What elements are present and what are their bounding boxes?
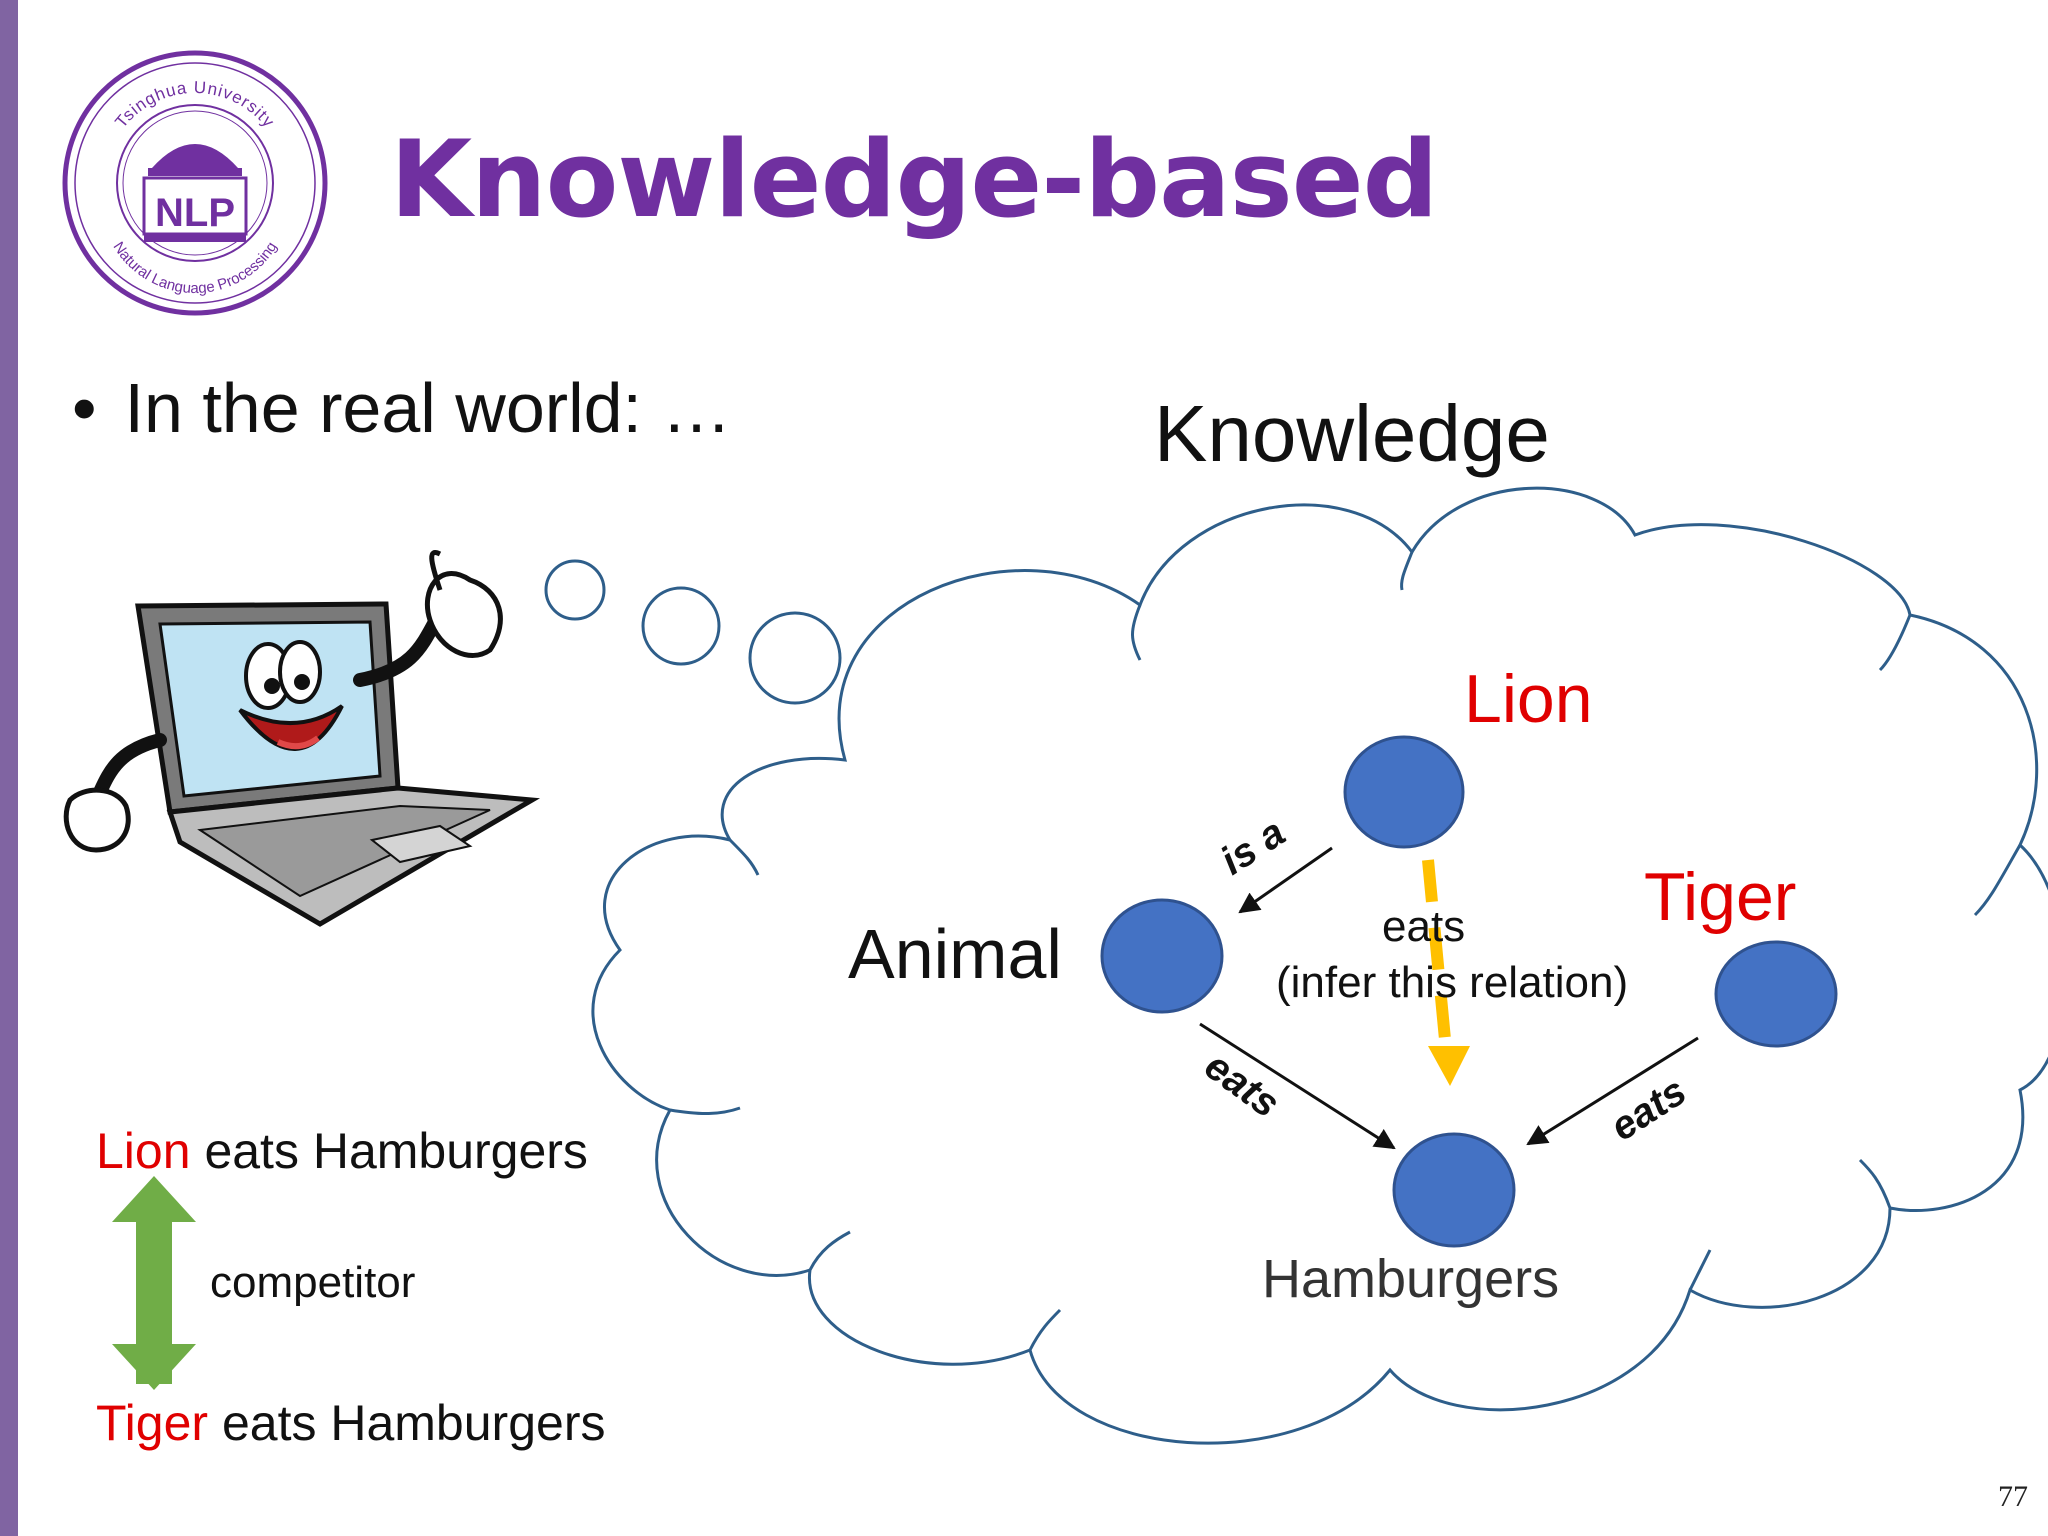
thought-bubble-small bbox=[544, 559, 606, 621]
edge-tiger-hamburgers bbox=[1526, 1036, 1699, 1146]
thought-bubble-large bbox=[748, 611, 842, 705]
node-label-tiger: Tiger bbox=[1644, 859, 1797, 935]
node-tiger bbox=[1714, 940, 1838, 1048]
thought-bubble-medium bbox=[641, 586, 721, 666]
inferred-relation-label: eats bbox=[1382, 902, 1466, 951]
inferred-edge-arrowhead bbox=[1428, 1046, 1470, 1086]
slide-title: Knowledge-based bbox=[390, 118, 1438, 241]
logo-center-text: NLP bbox=[155, 191, 235, 235]
edge-animal-hamburgers bbox=[1199, 1022, 1396, 1150]
bullet-point: • In the real world: … bbox=[72, 368, 731, 448]
node-label-lion: Lion bbox=[1464, 661, 1593, 737]
edge-label-is-a: is a bbox=[1213, 810, 1293, 883]
node-label-hamburgers: Hamburgers bbox=[1262, 1249, 1560, 1309]
knowledge-cloud bbox=[591, 486, 2048, 1445]
fact-tiger-eats: Tiger eats Hamburgers bbox=[96, 1394, 605, 1452]
fact-tiger-subject: Tiger bbox=[96, 1395, 209, 1451]
bullet-marker: • bbox=[72, 369, 97, 447]
inferred-relation-note: (infer this relation) bbox=[1276, 958, 1629, 1007]
competitor-label: competitor bbox=[210, 1258, 416, 1307]
edge-label-animal-eats: eats bbox=[1197, 1044, 1288, 1127]
knowledge-heading: Knowledge bbox=[1154, 389, 1550, 478]
fact-lion-eats: Lion eats Hamburgers bbox=[96, 1122, 588, 1180]
node-animal bbox=[1100, 898, 1224, 1014]
page-number: 77 bbox=[1998, 1480, 2028, 1513]
tsinghua-nlp-logo: Tsinghua University Natural Language Pro… bbox=[62, 50, 328, 316]
fact-tiger-rest: eats Hamburgers bbox=[221, 1395, 606, 1451]
inferred-edge bbox=[1422, 859, 1452, 1051]
node-hamburgers bbox=[1392, 1132, 1516, 1248]
competitor-arrow bbox=[112, 1176, 196, 1390]
laptop-character bbox=[63, 550, 541, 927]
edge-label-tiger-eats: eats bbox=[1603, 1069, 1694, 1150]
edge-lion-animal bbox=[1238, 846, 1333, 914]
node-lion bbox=[1343, 735, 1465, 849]
bullet-text: In the real world: … bbox=[124, 369, 732, 447]
fact-lion-rest: eats Hamburgers bbox=[204, 1123, 588, 1179]
node-label-animal: Animal bbox=[848, 915, 1062, 993]
slide-side-bar bbox=[0, 0, 18, 1536]
fact-lion-subject: Lion bbox=[96, 1123, 191, 1179]
